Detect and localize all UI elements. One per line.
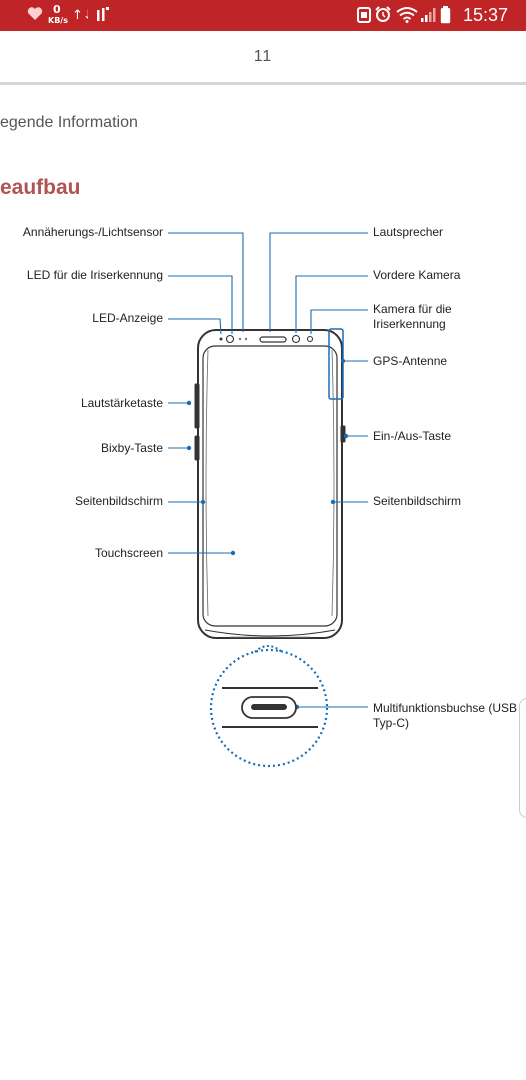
label-front-camera: Vordere Kamera	[373, 268, 461, 282]
fast-scroll-handle[interactable]	[519, 698, 526, 818]
heart-icon	[27, 6, 43, 25]
label-power-key: Ein-/Aus-Taste	[373, 429, 452, 443]
label-edge-screen-left: Seitenbildschirm	[74, 494, 163, 508]
svg-text:↑↓: ↑↓	[72, 8, 88, 22]
cell-signal-icon	[420, 7, 436, 27]
label-edge-screen-right: Seitenbildschirm	[373, 494, 462, 508]
sync-icon: ↑↓	[72, 6, 94, 26]
section-title: egende Information	[0, 114, 138, 131]
label-iris-camera-line2: Iriserkennung	[373, 317, 446, 331]
battery-icon	[440, 6, 451, 28]
label-iris-led: LED für die Iriserkennung	[26, 268, 163, 282]
label-gps-antenna: GPS-Antenne	[373, 354, 448, 368]
page-heading: eaufbau	[0, 176, 81, 199]
header-divider	[0, 82, 526, 85]
alarm-icon	[375, 6, 391, 27]
signal-alt-icon	[96, 6, 112, 26]
label-bixby-key: Bixby-Taste	[100, 441, 163, 455]
label-usb-line1: Multifunktionsbuchse (USB	[373, 701, 518, 715]
label-led-indicator: LED-Anzeige	[92, 311, 163, 325]
label-touchscreen: Touchscreen	[94, 546, 163, 560]
status-time: 15:37	[462, 5, 508, 25]
page-number: 11	[253, 48, 273, 65]
wifi-icon	[396, 6, 418, 27]
label-usb-line2: Typ-C)	[373, 716, 409, 730]
status-bar: 0 KB/s ↑↓ 15:37	[0, 0, 526, 31]
label-speaker: Lautsprecher	[373, 225, 444, 239]
data-rate-unit: KB/s	[48, 16, 68, 25]
screenshot-icon	[357, 7, 371, 27]
label-iris-camera-line1: Kamera für die	[373, 302, 452, 316]
label-volume-key: Lautstärketaste	[80, 396, 163, 410]
data-rate-value: 0	[53, 3, 61, 16]
label-proximity-sensor: Annäherungs-/Lichtsensor	[22, 225, 163, 239]
